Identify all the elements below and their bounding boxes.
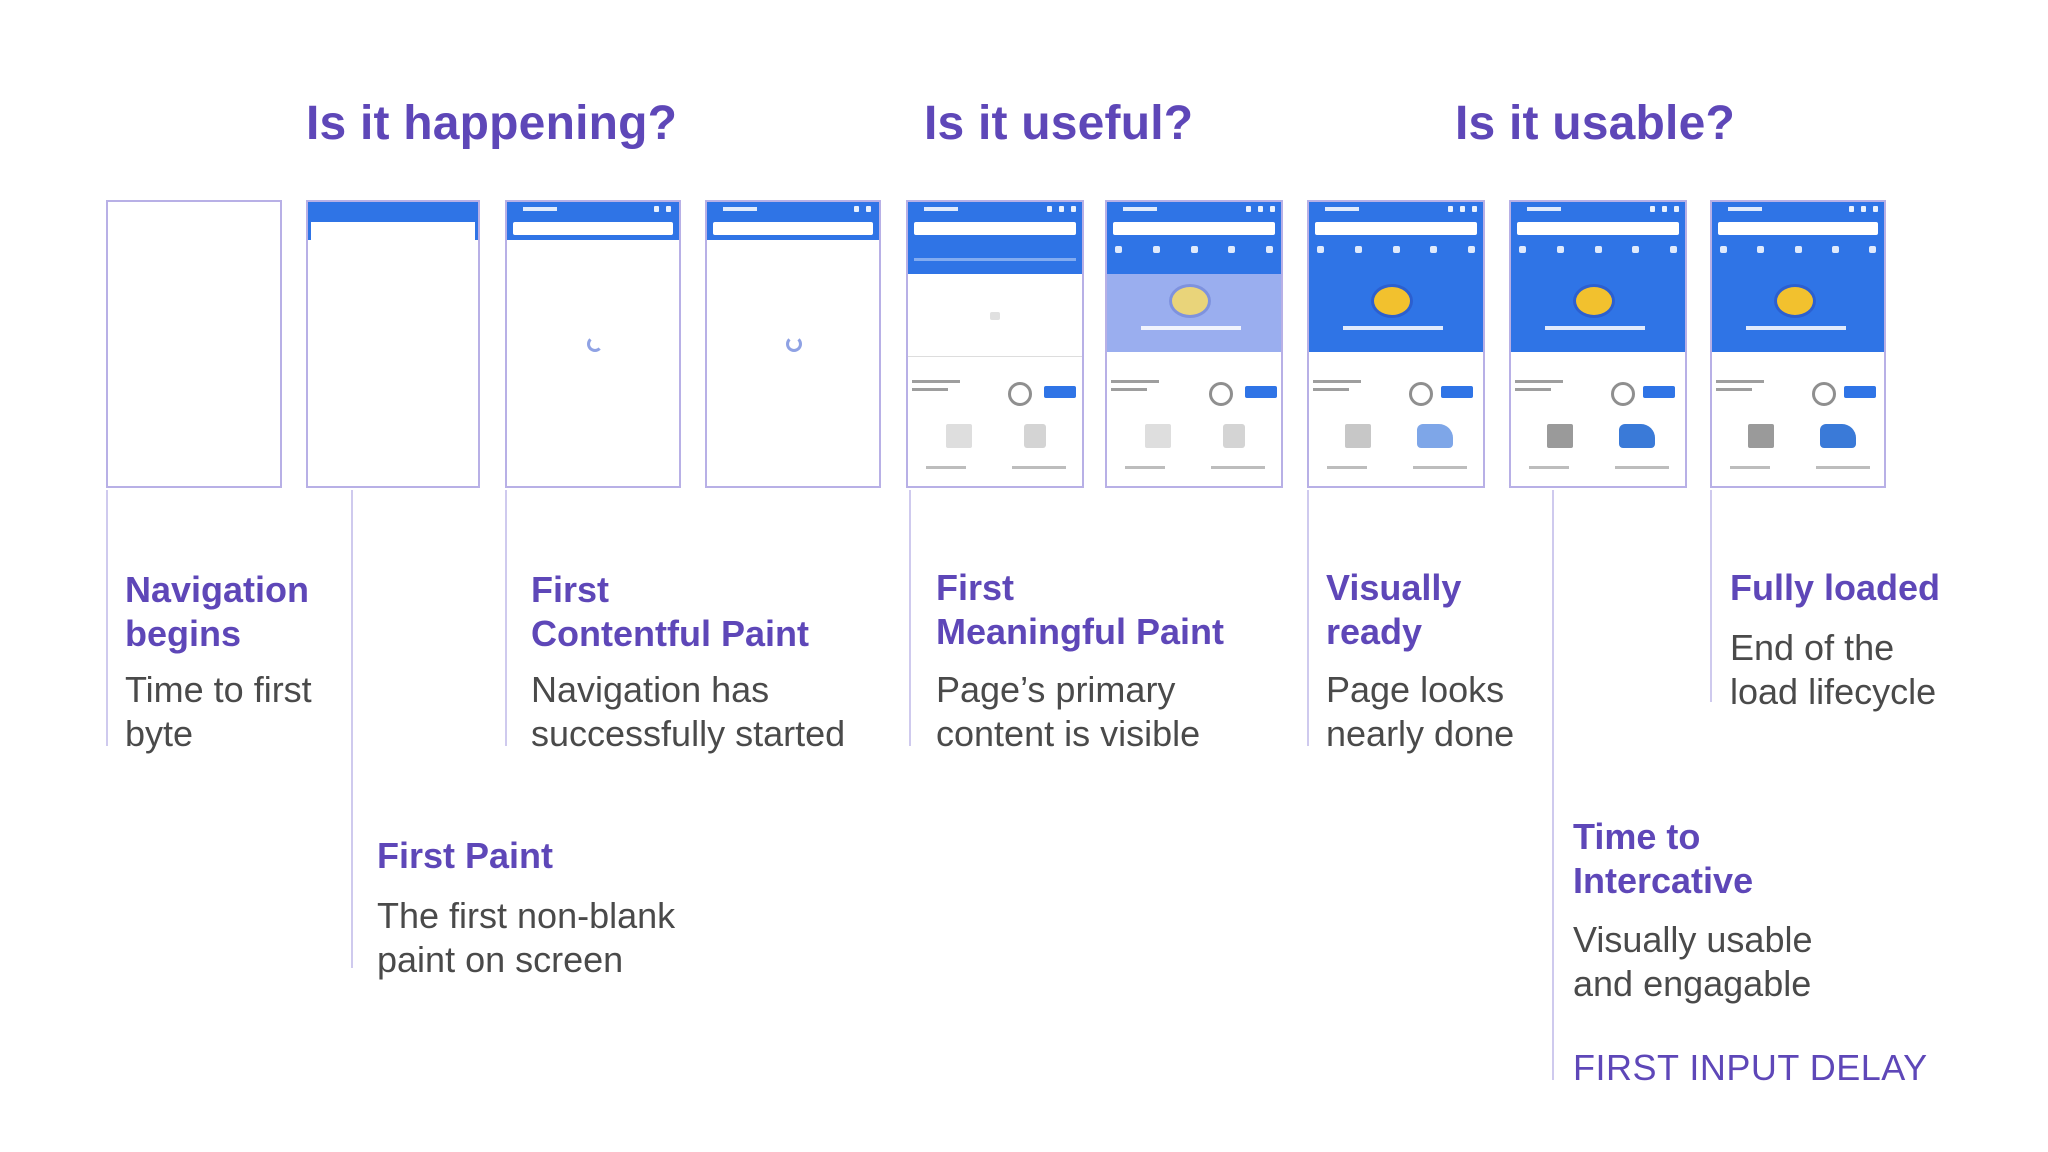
screenshot-frame-visually-ready bbox=[1307, 200, 1485, 488]
search-bar-placeholder bbox=[311, 222, 475, 240]
section-header-happening: Is it happening? bbox=[306, 97, 678, 150]
connector-fully-loaded bbox=[1710, 490, 1712, 702]
search-bar bbox=[1315, 222, 1477, 235]
screenshot-frame-fully-loaded bbox=[1710, 200, 1886, 488]
milestone-title-visually-ready: Visually ready bbox=[1326, 567, 1462, 652]
screenshot-frame-first-paint bbox=[306, 200, 480, 488]
product-image bbox=[1345, 424, 1371, 448]
milestone-desc-first-contentful-paint: Navigation has successfully started bbox=[531, 669, 846, 754]
search-bar bbox=[1113, 222, 1275, 235]
section-header-usable: Is it usable? bbox=[1455, 97, 1736, 150]
clock-icon bbox=[1008, 382, 1032, 406]
connector-navigation-begins bbox=[106, 490, 108, 746]
milestone-title-navigation-begins: Navigation begins bbox=[125, 569, 310, 654]
sale-badge-icon bbox=[1169, 284, 1211, 318]
search-bar bbox=[914, 222, 1076, 235]
connector-time-to-interactive bbox=[1552, 490, 1554, 1080]
search-bar bbox=[1517, 222, 1679, 235]
clock-icon bbox=[1209, 382, 1233, 406]
loading-spinner-icon bbox=[587, 336, 603, 352]
milestone-title-first-contentful-paint: First Contentful Paint bbox=[531, 569, 809, 654]
clock-icon bbox=[1611, 382, 1635, 406]
screenshot-frame-contentful-b bbox=[705, 200, 881, 488]
search-bar bbox=[513, 222, 673, 235]
search-bar bbox=[1718, 222, 1878, 235]
milestone-desc-fully-loaded: End of the load lifecycle bbox=[1730, 627, 1937, 712]
view-all-button bbox=[1844, 386, 1876, 398]
sale-badge-icon bbox=[1371, 284, 1413, 318]
screenshot-frame-meaningful-a bbox=[906, 200, 1084, 488]
app-header-bar bbox=[1107, 202, 1281, 274]
app-header-bar bbox=[707, 202, 879, 240]
milestone-title-first-meaningful-paint: First Meaningful Paint bbox=[936, 567, 1224, 652]
product-image bbox=[1417, 424, 1453, 448]
view-all-button bbox=[1441, 386, 1473, 398]
product-image bbox=[1748, 424, 1774, 448]
view-all-button bbox=[1044, 386, 1076, 398]
connector-first-meaningful-paint bbox=[909, 490, 911, 746]
milestone-desc-visually-ready: Page looks nearly done bbox=[1326, 669, 1515, 754]
screenshot-frame-interactive bbox=[1509, 200, 1687, 488]
milestone-title-fully-loaded: Fully loaded bbox=[1730, 567, 1941, 608]
milestone-desc-time-to-interactive: Visually usable and engagable bbox=[1573, 919, 1813, 1004]
screenshot-frame-meaningful-b bbox=[1105, 200, 1283, 488]
milestone-desc-first-meaningful-paint: Page’s primary content is visible bbox=[936, 669, 1201, 754]
sale-badge-icon bbox=[1774, 284, 1816, 318]
screenshot-frame-contentful-a bbox=[505, 200, 681, 488]
clock-icon bbox=[1812, 382, 1836, 406]
milestone-title-first-paint: First Paint bbox=[377, 835, 554, 876]
milestone-desc-navigation-begins: Time to first byte bbox=[125, 669, 312, 754]
app-header-bar bbox=[908, 202, 1082, 274]
connector-first-paint bbox=[351, 490, 353, 968]
first-input-delay-label: FIRST INPUT DELAY bbox=[1573, 1047, 1928, 1088]
connector-first-contentful-paint bbox=[505, 490, 507, 746]
product-image bbox=[1547, 424, 1573, 448]
loading-spinner-icon bbox=[786, 336, 802, 352]
product-image bbox=[1820, 424, 1856, 448]
product-image bbox=[1619, 424, 1655, 448]
search-bar bbox=[713, 222, 873, 235]
view-all-button bbox=[1643, 386, 1675, 398]
screenshot-frame-blank bbox=[106, 200, 282, 488]
clock-icon bbox=[1409, 382, 1433, 406]
connector-visually-ready bbox=[1307, 490, 1309, 746]
section-header-useful: Is it useful? bbox=[924, 97, 1194, 150]
milestone-title-time-to-interactive: Time to Intercative bbox=[1573, 816, 1754, 901]
sale-badge-icon bbox=[1573, 284, 1615, 318]
view-all-button bbox=[1245, 386, 1277, 398]
app-header-bar bbox=[507, 202, 679, 240]
milestone-desc-first-paint: The first non-blank paint on screen bbox=[377, 895, 676, 980]
